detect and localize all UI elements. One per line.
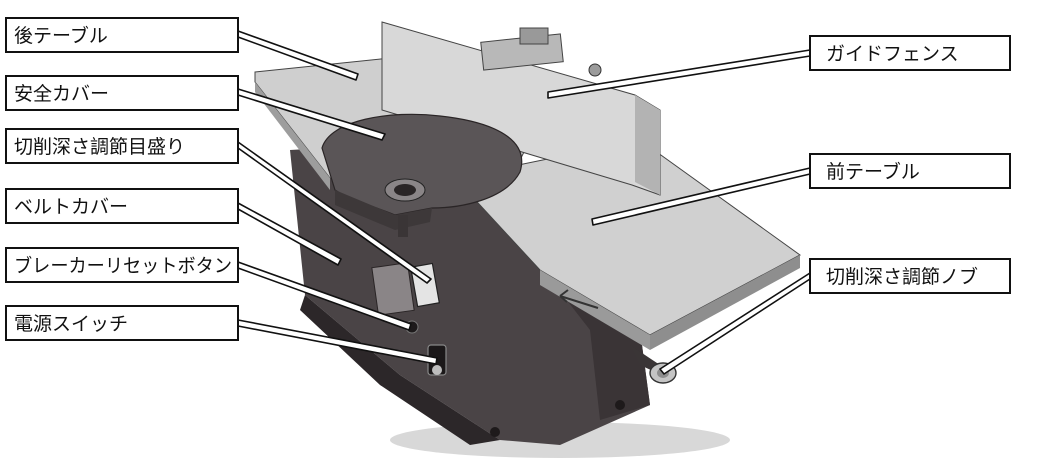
leader-guide-fence	[547, 49, 811, 99]
label-breaker-reset: ブレーカーリセットボタン	[5, 247, 239, 283]
label-depth-knob: 切削深さ調節ノブ	[809, 258, 1011, 294]
guide-fence-shape	[381, 21, 661, 196]
label-belt-cover-text: ベルトカバー	[14, 196, 128, 218]
leader-lines	[237, 30, 811, 375]
label-rear-table: 後テーブル	[5, 17, 239, 53]
label-guide-fence: ガイドフェンス	[809, 35, 1011, 71]
label-depth-scale-text: 切削深さ調節目盛り	[14, 136, 185, 158]
label-rear-table-text: 後テーブル	[14, 24, 108, 47]
label-safety-cover-text: 安全カバー	[14, 83, 109, 105]
label-guide-fence-text: ガイドフェンス	[826, 43, 959, 65]
label-front-table: 前テーブル	[809, 153, 1011, 189]
label-power-switch: 電源スイッチ	[5, 305, 239, 341]
label-belt-cover: ベルトカバー	[5, 188, 239, 224]
machine-illustration	[254, 21, 801, 458]
label-breaker-reset-text: ブレーカーリセットボタン	[14, 254, 232, 277]
label-depth-knob-text: 切削深さ調節ノブ	[826, 265, 978, 288]
label-depth-scale: 切削深さ調節目盛り	[5, 128, 239, 164]
label-power-switch-text: 電源スイッチ	[14, 313, 128, 335]
front-table-shape	[454, 139, 801, 350]
safety-cover-shape	[321, 113, 523, 237]
label-front-table-text: 前テーブル	[826, 160, 920, 183]
label-safety-cover: 安全カバー	[5, 75, 239, 111]
